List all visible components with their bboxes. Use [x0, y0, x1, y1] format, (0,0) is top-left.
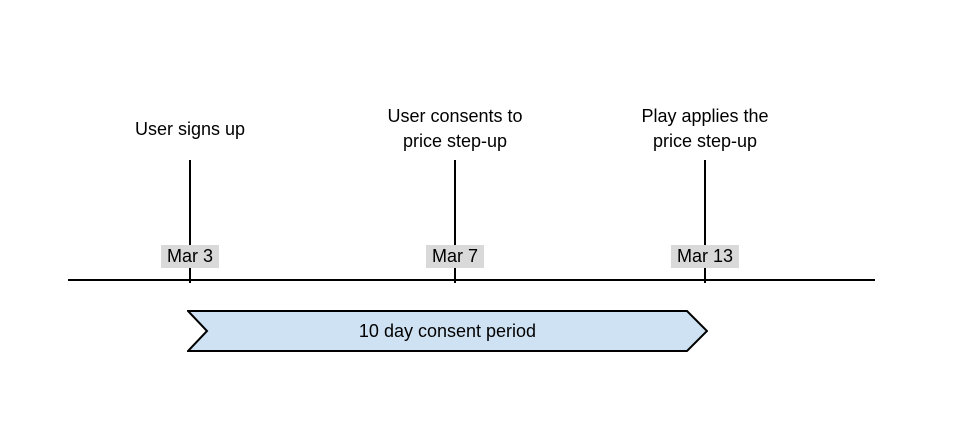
consent-period-label: 10 day consent period: [358, 320, 537, 341]
timeline-event-signup: User signs up Mar 3: [50, 104, 330, 283]
timeline-event-apply: Play applies the price step-up Mar 13: [565, 104, 845, 283]
event-label: User signs up: [134, 118, 246, 139]
timeline-axis: [68, 279, 875, 281]
chevron-arrow-shape: [187, 310, 708, 352]
event-label: User consents to price step-up: [387, 106, 523, 151]
event-date-chip: Mar 3: [160, 245, 220, 268]
event-date-chip: Mar 13: [670, 245, 740, 268]
event-date-chip: Mar 7: [425, 245, 485, 268]
chevron-arrow-polygon: [187, 310, 708, 352]
timeline-event-consent: User consents to price step-up Mar 7: [315, 104, 595, 283]
event-tick-line: [704, 160, 706, 283]
event-tick-line: [189, 160, 191, 283]
consent-period-banner: 10 day consent period: [187, 310, 708, 352]
event-label: Play applies the price step-up: [641, 106, 769, 151]
event-tick-line: [454, 160, 456, 283]
